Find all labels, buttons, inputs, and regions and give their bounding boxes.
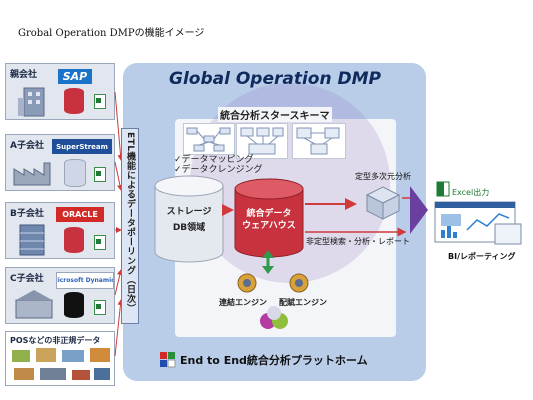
superstream-logo: SuperStream (52, 139, 112, 154)
star-schema-title: 統合分析スタースキーマ (218, 107, 332, 122)
database-icon (64, 292, 84, 318)
database-icon (64, 88, 84, 114)
storage-label-1: ストレージ (166, 207, 212, 217)
schema-diagram-thumb (236, 123, 288, 159)
excel-icon (436, 181, 450, 197)
spheres-icon (260, 306, 288, 329)
pos-data-icons (12, 348, 110, 380)
excel-icon (94, 235, 106, 250)
allocation-engine-label: 配賦エンジン (279, 298, 327, 307)
etl-bar: ETL機能によるデータポーリング（日次） (121, 128, 139, 324)
database-icon (64, 159, 86, 187)
company-panel-a: A子会社 SuperStream (5, 134, 115, 191)
processing-steps: ✓データマッピング ✓データクレンジング (174, 155, 263, 175)
consolidation-engine-label: 連結エンジン (219, 298, 267, 307)
data-warehouse-icon (234, 178, 304, 258)
company-label: 親会社 (10, 70, 38, 80)
bi-dashboard-icon (434, 201, 522, 245)
factory-icon (13, 162, 51, 186)
multidimensional-analysis-label: 定型多次元分析 (355, 172, 411, 181)
storage-database-icon (154, 175, 224, 263)
sap-logo: SAP (58, 69, 92, 84)
warehouse-icon (15, 290, 53, 319)
platform-logo-icon (160, 352, 176, 368)
excel-output-label: Excel出力 (452, 188, 490, 197)
company-panel-parent: 親会社 SAP (5, 63, 115, 120)
adhoc-analysis-label: 非定型検索・分析・レポート (306, 237, 410, 246)
dynamics-logo: Microsoft Dynamics (56, 272, 114, 289)
oracle-logo: ORACLE (56, 207, 104, 222)
company-panel-c: C子会社 Microsoft Dynamics (5, 267, 115, 324)
building-icon (18, 87, 45, 117)
platform-title: Global Operation DMP (169, 69, 381, 89)
company-label: A子会社 (10, 141, 44, 151)
output-arrow (410, 186, 428, 234)
step-data-cleansing: ✓データクレンジング (174, 165, 263, 175)
company-label: POSなどの非正規データ (10, 336, 101, 345)
company-panel-b: B子会社 ORACLE (5, 202, 115, 259)
excel-icon (94, 300, 106, 315)
excel-icon (94, 167, 106, 182)
schema-diagram-thumb (183, 123, 235, 155)
diagram-caption: Grobal Operation DMPの機能イメージ (18, 28, 205, 39)
excel-icon (94, 94, 106, 109)
company-panel-pos: POSなどの非正規データ (5, 331, 115, 386)
office-building-icon (19, 224, 45, 256)
etl-label: ETL機能によるデータポーリング（日次） (125, 132, 135, 314)
company-label: C子会社 (10, 274, 44, 284)
olap-cube-icon (365, 186, 401, 220)
platform-footer-title: End to End統合分析プラットホーム (180, 354, 368, 367)
dwh-label-1: 統合データ (246, 209, 292, 219)
step-data-mapping: ✓データマッピング (174, 155, 254, 165)
gear-icon (237, 273, 257, 293)
dwh-label-2: ウェアハウス (242, 221, 296, 231)
bi-reporting-label: BI/レポーティング (448, 252, 516, 261)
gear-icon (289, 273, 309, 293)
company-label: B子会社 (10, 209, 44, 219)
schema-diagram-thumb (292, 123, 346, 159)
database-icon (64, 227, 84, 253)
storage-label-2: DB領域 (172, 223, 206, 233)
